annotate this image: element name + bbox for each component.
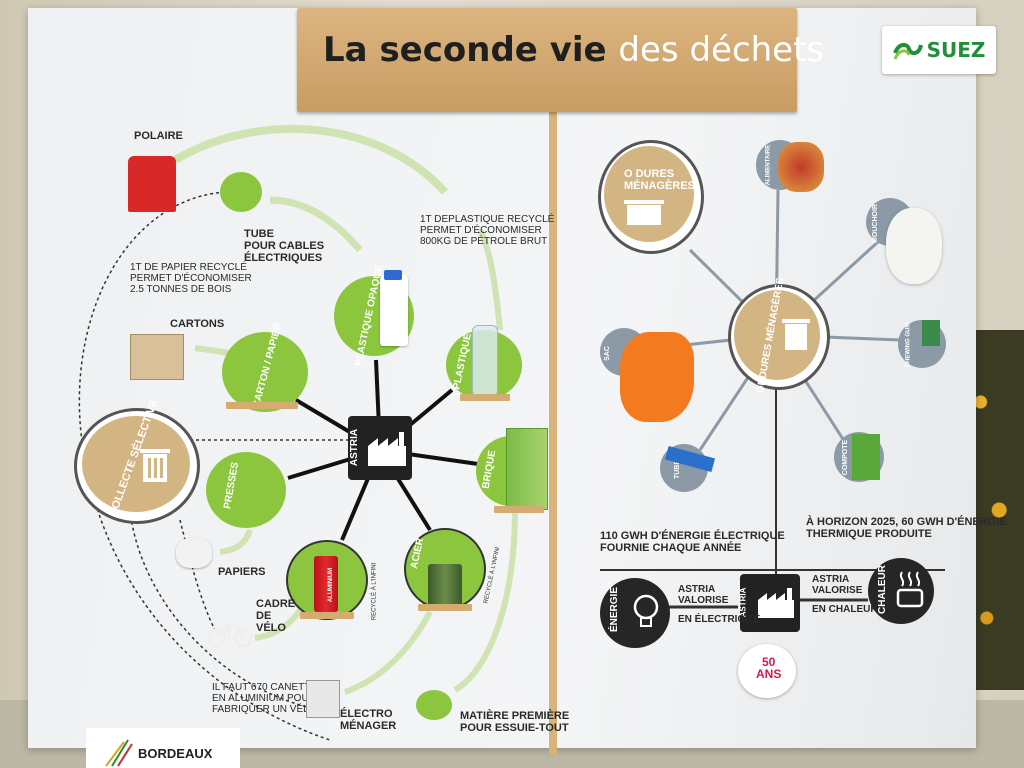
fact-thermal: À HORIZON 2025, 60 GWH D'ÉNERGIE THERMIQ… <box>806 516 1007 540</box>
shelf-plastique <box>460 394 510 401</box>
tissue <box>886 208 942 284</box>
shelf-brique <box>494 506 544 513</box>
label-chewing-gum: CHEWING GUM <box>905 322 912 368</box>
cardboard-box <box>130 334 184 380</box>
disc-carton-papier <box>222 332 308 412</box>
red-fleece <box>128 156 176 212</box>
ordures-top-label: O DURES MÉNAGÈRES <box>624 168 695 192</box>
disc-presses <box>206 452 286 528</box>
label-mouchoir: MOUCHOIR <box>871 204 879 243</box>
arrow-velo <box>254 608 303 641</box>
factory-icon <box>368 432 406 466</box>
fact-papier: 1T DE PAPIER RECYCLÉ PERMET D'ÉCONOMISER… <box>130 262 252 295</box>
arrow-electro <box>344 610 433 695</box>
label-papiers: PAPIERS <box>218 566 266 578</box>
label-sac: SAC <box>603 346 611 361</box>
milk-carton <box>506 428 548 510</box>
shelf-aluminium <box>300 612 354 619</box>
trash-bin-icon <box>140 449 170 482</box>
milk-bottle <box>380 274 408 346</box>
wooden-divider-post <box>549 10 557 755</box>
bordeaux-logo-icon <box>105 739 133 767</box>
shelf-carton <box>226 402 298 409</box>
valorise-elec: ASTRIA VALORISE <box>678 584 729 606</box>
light-bulb-icon <box>633 594 659 627</box>
label-alimentaire: ALIMENTAIRE <box>765 144 772 186</box>
steaming-cup-icon <box>896 571 924 608</box>
shelf-acier <box>418 604 472 611</box>
title-dark: La seconde vie <box>323 30 607 70</box>
fact-plastique: 1T DEPLASTIQUE RECYCLÉ PERMET D'ÉCONOMIS… <box>420 214 555 247</box>
title-light: des déchets <box>618 30 825 70</box>
appliance-item <box>306 680 340 718</box>
dashed-loop-outer <box>78 191 331 741</box>
bordeaux-text: BORDEAUX <box>138 746 213 761</box>
suez-logo: SUEZ <box>882 26 996 74</box>
label-electro: ÉLECTRO MÉNAGER <box>340 708 397 732</box>
disc-energie <box>600 578 670 648</box>
arrow-tube <box>269 196 363 253</box>
astria-label-left: ASTRIA <box>349 428 361 467</box>
astria-label-right: ASTRIA <box>738 587 748 618</box>
collecte-inner <box>82 416 190 512</box>
milk-bottle-cap <box>384 270 402 280</box>
page-title: La seconde vie des déchets <box>323 30 824 70</box>
food-waste <box>778 142 824 192</box>
label-energie: ÉNERGIE <box>609 586 621 633</box>
bordeaux-logo: BORDEAUX <box>86 728 240 768</box>
suez-wordmark: SUEZ <box>926 38 986 62</box>
label-chaleur: CHALEUR <box>876 565 888 614</box>
label-polaire: POLAIRE <box>134 130 183 142</box>
badge-text: 50 ANS <box>756 655 782 681</box>
orange-bag <box>620 332 694 422</box>
label-elec: EN ÉLECTRICITÉ <box>678 614 761 625</box>
label-tube: TUBE POUR CABLES ÉLECTRIQUES <box>244 228 325 264</box>
label-compote: COMPOTE <box>842 439 850 476</box>
trash-bin-hub-icon <box>782 319 810 350</box>
water-bottle <box>472 325 498 397</box>
disc-matiere <box>416 690 452 720</box>
title-plank <box>297 8 797 112</box>
bicycle-icon <box>208 624 252 648</box>
label-heat: EN CHALEUR <box>812 604 878 615</box>
arrow-polaire <box>172 125 448 195</box>
arrow-matiere <box>453 509 518 693</box>
gum-pack <box>922 320 940 346</box>
cola-can-label: ALUMINIUM <box>328 567 335 603</box>
disc-tube <box>220 172 262 212</box>
dashed-loop-mid <box>129 509 321 711</box>
label-matiere: MATIÈRE PREMIÈRE POUR ESSUIE-TOUT <box>460 710 570 734</box>
arrow-papiers <box>219 528 253 555</box>
arrow-plastique <box>477 228 503 331</box>
suez-logo-icon <box>892 42 923 60</box>
anniversary-badge <box>738 644 796 698</box>
label-velo: CADRE DE VÉLO <box>256 598 296 634</box>
fact-canettes: IL FAUT 670 CANETTES EN ALUMINIUM POUR F… <box>212 682 324 715</box>
label-cartons: CARTONS <box>170 318 225 330</box>
factory-right-icon <box>758 588 794 618</box>
compote-pouch <box>852 434 880 480</box>
valorise-heat: ASTRIA VALORISE <box>812 574 863 596</box>
fact-electric: 110 GWH D'ÉNERGIE ÉLECTRIQUE FOURNIE CHA… <box>600 530 785 554</box>
paper-roll <box>176 538 212 568</box>
cola-can <box>314 556 338 612</box>
steel-can <box>428 564 462 606</box>
dashed-loop-inner <box>179 519 216 631</box>
note-aluminium: RECYCLÉ À L'INFINI <box>371 562 378 621</box>
ordures-top-inner <box>604 146 694 242</box>
trash-bin-top-icon <box>624 200 664 225</box>
